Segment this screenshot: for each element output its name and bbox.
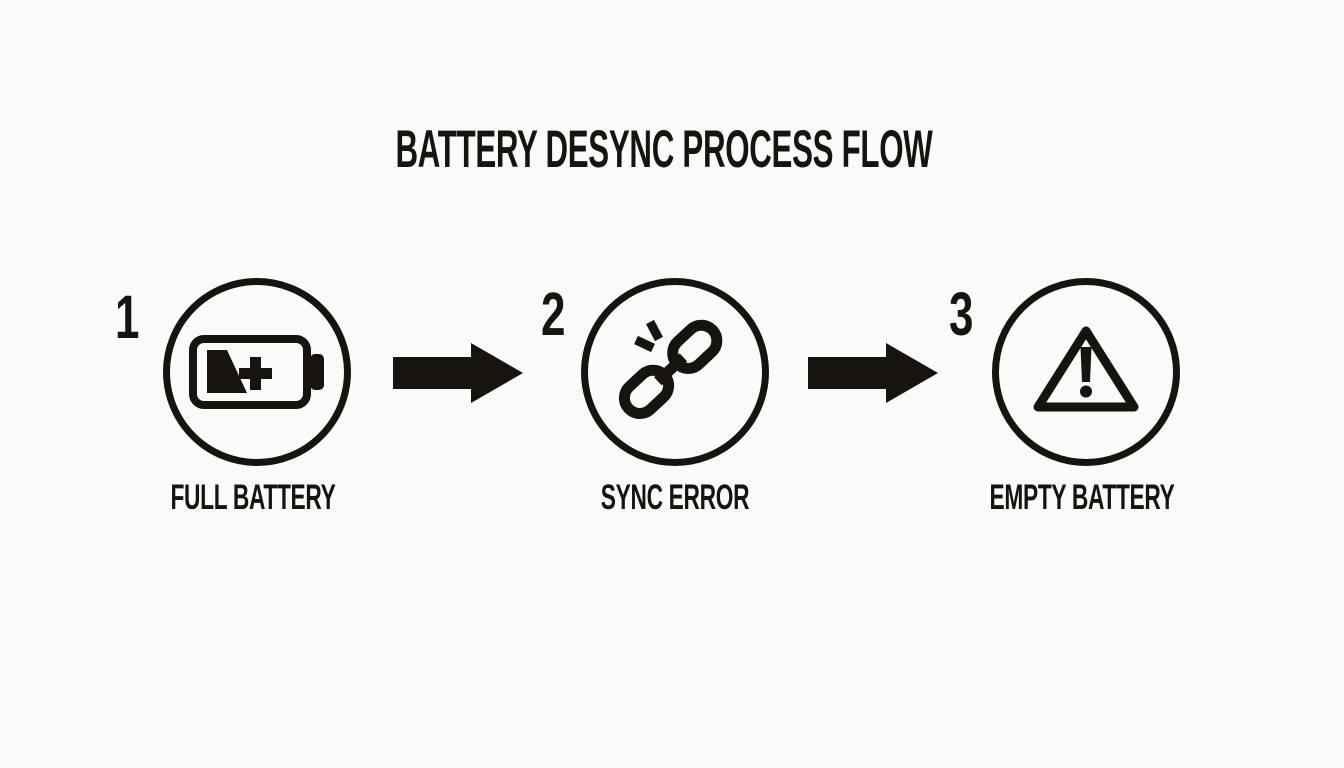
diagram-title-text: BATTERY DESYNC PROCESS FLOW <box>395 119 933 179</box>
step-2-label: SYNC ERROR <box>600 478 750 517</box>
step-2-number: 2 <box>541 280 566 348</box>
step-3-number: 3 <box>949 280 974 348</box>
warning-triangle-icon <box>1033 326 1139 412</box>
step-1-circle <box>163 278 351 466</box>
diagram-title: BATTERY DESYNC PROCESS FLOW <box>209 123 1119 176</box>
step-3-label: EMPTY BATTERY <box>989 478 1175 517</box>
step-2-circle <box>581 278 769 466</box>
broken-link-icon <box>618 319 723 419</box>
arrow-right-icon <box>393 341 523 405</box>
step-1-number: 1 <box>115 283 140 351</box>
step-1-label: FULL BATTERY <box>170 478 336 517</box>
full-battery-icon <box>189 335 324 409</box>
step-3-circle <box>992 278 1180 466</box>
arrow-right-icon <box>808 341 938 405</box>
